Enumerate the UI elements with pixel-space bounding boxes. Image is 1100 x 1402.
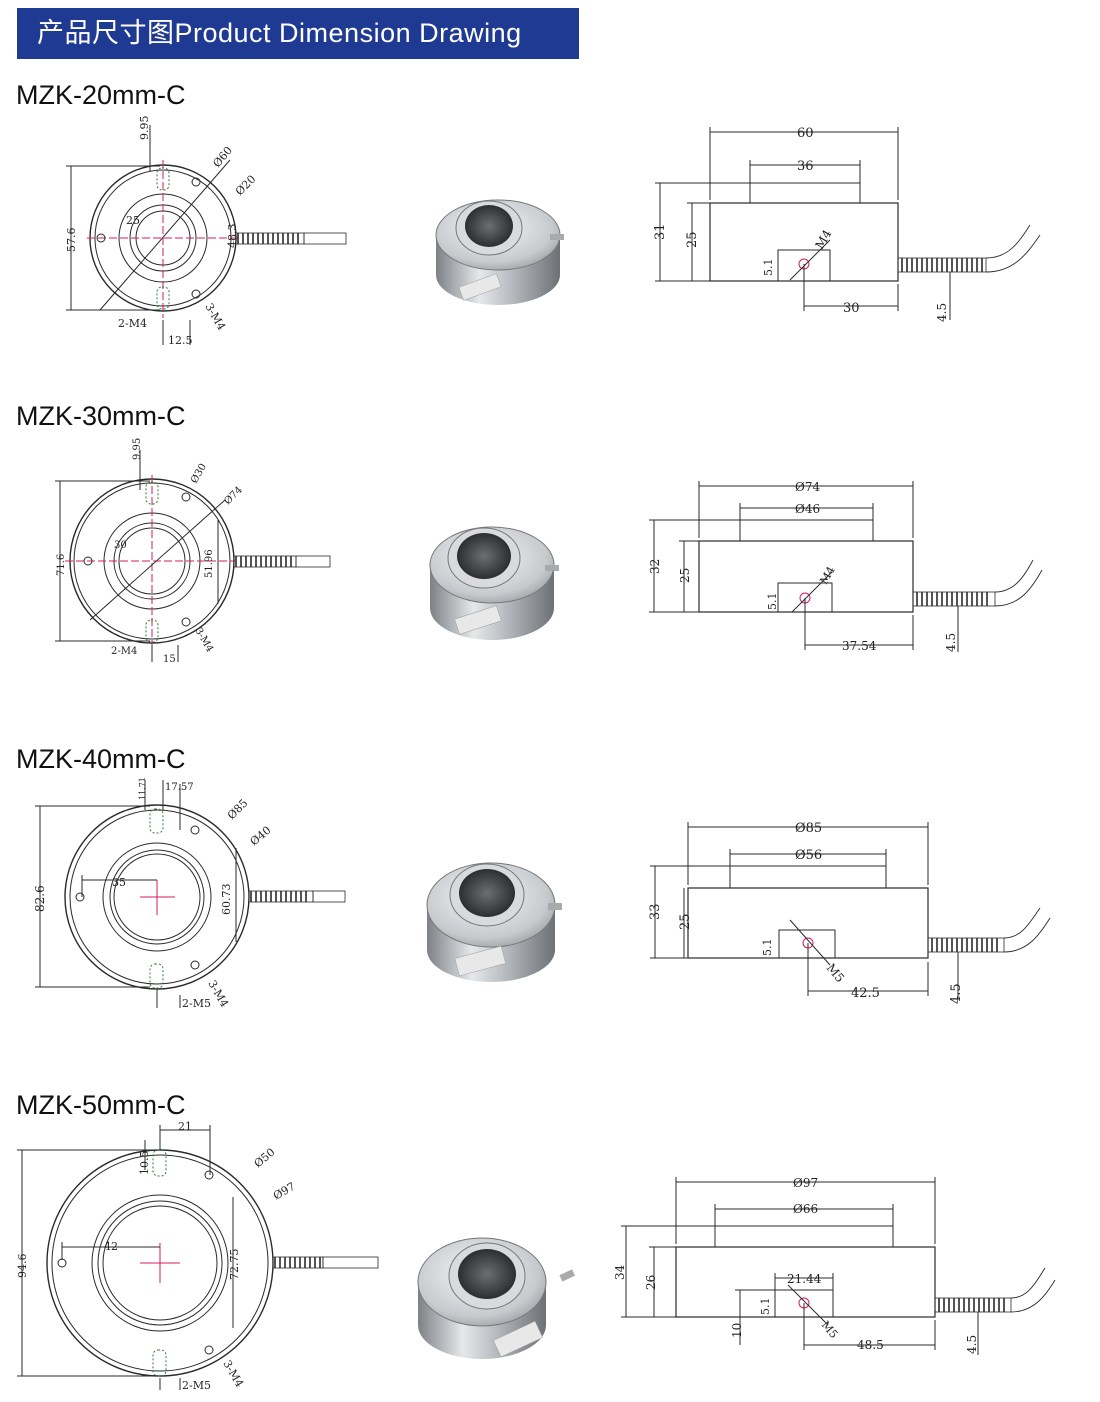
front-labels-50: 10.5 21 Ø50 Ø97 94.6 42 72.75 2-M5 3-M4 <box>16 1120 297 1392</box>
hole-a-label: 2-M4 <box>111 646 137 657</box>
inner-dia-label: Ø20 <box>233 173 258 198</box>
hole-a-label: 2-M4 <box>118 317 147 330</box>
boss-width-label: Ø56 <box>795 848 822 863</box>
body-height-label: 25 <box>678 913 693 930</box>
front-view-40 <box>35 780 346 1008</box>
inner-dia-label: Ø50 <box>252 1146 278 1171</box>
side-view-50 <box>621 1177 1056 1355</box>
header-banner: 产品尺寸图Product Dimension Drawing <box>17 8 579 59</box>
height-label: 57.6 <box>65 228 78 253</box>
front-view-50 <box>17 1125 379 1390</box>
hole-a-label: 2-M5 <box>182 1379 211 1392</box>
model-title-50: MZK-50mm-C <box>16 1090 186 1120</box>
port-offset-label: 37.54 <box>842 639 877 653</box>
top-offset-label: 9.95 <box>138 116 151 141</box>
model-title-30: MZK-30mm-C <box>16 401 186 431</box>
cable-offset-label: 4.5 <box>965 1335 979 1354</box>
bottom-offset-label: 17.57 <box>165 782 194 793</box>
port-height-label: 5.1 <box>761 939 774 957</box>
port-width-label: 21.44 <box>787 1272 822 1286</box>
side-dim-label: 60.73 <box>220 884 233 916</box>
side-labels-50: Ø97 Ø66 34 26 21.44 M5 5.1 10 48.5 4.5 <box>613 1176 979 1354</box>
cable-offset-label: 4.5 <box>944 633 958 652</box>
side-labels-20: 60 36 31 25 M4 5.1 30 4.5 <box>653 126 949 322</box>
height-label: 94.6 <box>16 1254 29 1279</box>
hole-b-label: 3-M4 <box>202 301 228 333</box>
outer-dia-label: Ø60 <box>210 144 235 170</box>
height-label: 71.6 <box>56 554 67 576</box>
header-title: 产品尺寸图Product Dimension Drawing <box>37 18 522 48</box>
top-offset-label: 11.71 <box>138 777 147 800</box>
front-view-30 <box>55 450 331 662</box>
port-thread-label: M5 <box>824 961 848 985</box>
side-labels-40: Ø85 Ø56 33 25 M5 5.1 42.5 4.5 <box>648 821 964 1004</box>
bore-label: 30 <box>114 540 127 551</box>
port-low-label: 10 <box>730 1323 744 1338</box>
total-height-label: 34 <box>613 1264 627 1280</box>
port-height-label: 5.1 <box>759 1298 772 1316</box>
port-thread-label: M4 <box>812 227 834 252</box>
port-offset-label: 30 <box>843 301 860 316</box>
top-offset-label: 9.95 <box>132 438 143 460</box>
side-labels-30: Ø74 Ø46 32 25 M4 5.1 37.54 4.5 <box>648 480 958 653</box>
product-photo-20 <box>435 199 564 305</box>
side-view-30 <box>649 481 1043 652</box>
bottom-offset-label: 21 <box>178 1120 192 1133</box>
cable-offset-label: 4.5 <box>935 303 949 322</box>
model-title-40: MZK-40mm-C <box>16 744 186 774</box>
product-photo-30 <box>429 526 559 640</box>
product-photo-40 <box>426 862 562 982</box>
model-title-20: MZK-20mm-C <box>16 80 186 110</box>
top-width-label: Ø97 <box>793 1176 818 1190</box>
front-labels-30: 9.95 Ø30 Ø74 71.6 30 51.96 2-M4 3-M4 15 <box>56 438 245 665</box>
bore-label: 25 <box>126 214 140 227</box>
port-offset-label: 42.5 <box>851 986 880 1001</box>
bore-label: 42 <box>104 1240 118 1253</box>
top-width-label: 60 <box>797 126 814 141</box>
side-view-20 <box>655 127 1041 320</box>
height-label: 82.6 <box>33 885 47 912</box>
body-height-label: 25 <box>685 231 700 248</box>
product-photo-50 <box>417 1237 576 1359</box>
body-height-label: 25 <box>678 568 692 583</box>
inner-dia-label: Ø30 <box>189 462 209 486</box>
hole-a-label: 2-M5 <box>182 997 211 1010</box>
side-dim-label: 48.3 <box>226 224 239 249</box>
inner-dia-label: Ø40 <box>248 824 274 849</box>
port-height-label: 5.1 <box>766 593 779 611</box>
side-dim-label: 51.96 <box>204 549 215 578</box>
front-view-20 <box>66 125 347 345</box>
port-thread-label: M5 <box>819 1319 841 1341</box>
outer-dia-label: Ø74 <box>222 485 245 508</box>
side-dim-label: 72.75 <box>228 1249 241 1281</box>
port-height-label: 5.1 <box>762 259 775 277</box>
boss-width-label: Ø66 <box>793 1202 818 1216</box>
boss-width-label: 36 <box>797 159 814 174</box>
outer-dia-label: Ø85 <box>225 797 250 822</box>
body-height-label: 26 <box>644 1275 658 1290</box>
bottom-offset-label: 12.5 <box>168 334 193 347</box>
total-height-label: 32 <box>648 559 662 574</box>
top-width-label: Ø85 <box>795 821 822 836</box>
port-offset-label: 48.5 <box>857 1338 884 1352</box>
boss-width-label: Ø46 <box>795 502 820 516</box>
total-height-label: 33 <box>648 903 663 920</box>
cable-offset-label: 4.5 <box>949 983 964 1004</box>
front-labels-20: 9.95 Ø60 Ø20 57.6 25 48.3 2-M4 3-M4 12.5 <box>65 116 258 348</box>
side-view-40 <box>650 822 1051 998</box>
bore-label: 35 <box>112 876 126 889</box>
front-labels-40: 11.71 17.57 Ø85 Ø40 82.6 35 60.73 2-M5 3… <box>33 777 274 1010</box>
outer-dia-label: Ø97 <box>271 1180 297 1203</box>
top-width-label: Ø74 <box>795 480 820 494</box>
total-height-label: 31 <box>653 223 668 240</box>
bottom-offset-label: 15 <box>163 654 176 665</box>
hole-b-label: 3-M4 <box>220 1358 246 1390</box>
hole-b-label: 3-M4 <box>192 626 215 654</box>
top-offset-label: 10.5 <box>138 1151 151 1176</box>
